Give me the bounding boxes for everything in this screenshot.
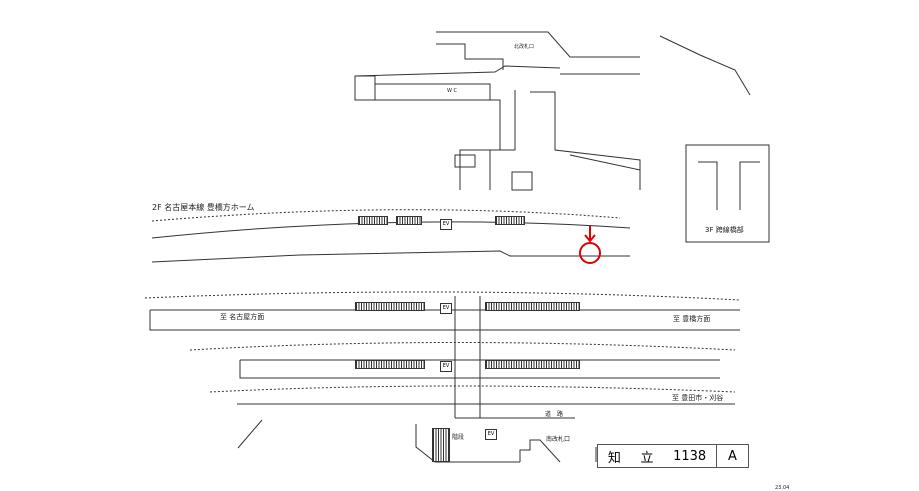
stairs-icon	[485, 302, 580, 311]
station-letter: A	[728, 448, 737, 464]
stairs-icon	[485, 360, 580, 369]
stairs-icon	[396, 216, 422, 225]
station-id-box: 知 立 1138 A	[597, 444, 749, 468]
station-name: 知 立 1138	[598, 445, 717, 467]
station-name-char-1: 知	[607, 450, 621, 466]
station-name-char-2: 立	[640, 450, 654, 466]
elevator-icon: EV	[440, 303, 452, 314]
stairs-icon	[355, 360, 425, 369]
platform-2f-title: 2F 名古屋本線 豊橋方ホーム	[152, 203, 255, 212]
station-code: 1138	[673, 448, 707, 464]
stairs-label: 階段	[452, 434, 465, 441]
to-nagoya-label: 至 名古屋方面	[220, 313, 265, 321]
north-gate-label: 北改札口	[514, 44, 535, 50]
elevator-icon: EV	[440, 219, 452, 230]
elevator-icon: EV	[440, 361, 452, 372]
to-toyohashi-label: 至 豊橋方面	[673, 315, 711, 323]
stairs-icon	[358, 216, 388, 225]
date-label: 23.04	[775, 485, 790, 491]
stairs-icon	[355, 302, 425, 311]
wc-label: W C	[447, 88, 458, 94]
to-toyota-label: 至 豊田市・刈谷	[672, 394, 724, 402]
road-label: 道 路	[545, 411, 564, 418]
stairs-icon	[432, 428, 450, 462]
stairs-icon	[495, 216, 525, 225]
bridge-3f-label: 3F 跨線橋部	[705, 226, 744, 234]
elevator-icon: EV	[485, 429, 497, 440]
south-gate-label: 南改札口	[546, 436, 571, 443]
